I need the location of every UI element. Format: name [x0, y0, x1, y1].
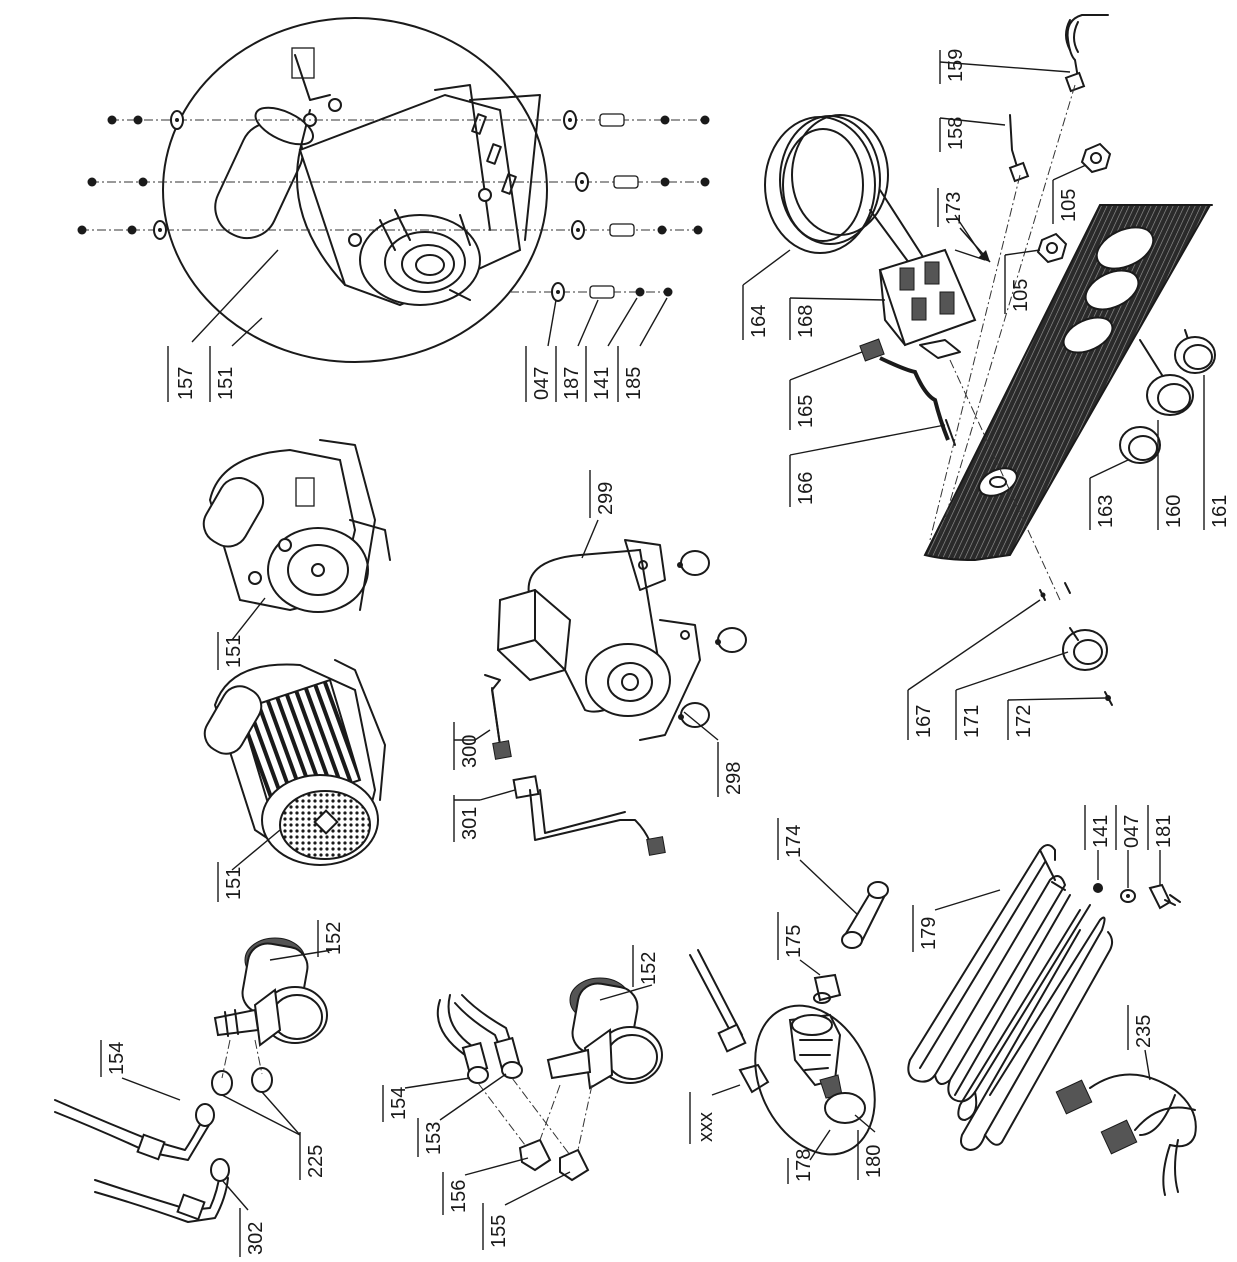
callout-151-middle: 151: [223, 635, 245, 668]
callout-174: 174: [783, 825, 805, 858]
elbows-155-156: [518, 1138, 590, 1182]
callout-153: 153: [423, 1122, 445, 1155]
callout-047-bottom: 047: [1121, 815, 1143, 848]
callout-298: 298: [723, 762, 745, 795]
callout-178: 178: [793, 1149, 815, 1182]
motor-detail-group: [77, 17, 710, 363]
nut-141-washer-047-sensor-181: [1093, 850, 1181, 910]
callout-141-bottom: 141: [1090, 815, 1112, 848]
callout-141-top: 141: [591, 367, 613, 400]
callout-179: 179: [918, 917, 940, 950]
callout-xxx: xxx: [695, 1112, 717, 1142]
nuts-105: [1036, 142, 1112, 264]
callout-152-lower: 152: [638, 952, 660, 985]
callout-047-top: 047: [531, 367, 553, 400]
callout-151-lower: 151: [223, 867, 245, 900]
thermostat-knob-171: [1062, 627, 1108, 671]
capillary-xxx: [689, 949, 770, 1096]
pump-motor-151: [291, 47, 541, 307]
mounts-298: [677, 550, 747, 728]
callout-165: 165: [795, 395, 817, 428]
callout-225: 225: [305, 1145, 327, 1178]
heating-element-179: [907, 844, 1114, 1151]
gauge-161: [1174, 329, 1216, 374]
hose-154-upper: [54, 1099, 215, 1161]
hose-302: [94, 1158, 230, 1223]
front-panel-173: [923, 204, 1213, 562]
callout-156: 156: [448, 1180, 470, 1213]
cable-300: [484, 674, 512, 760]
callout-173: 173: [943, 192, 965, 225]
callout-105-left: 105: [1010, 279, 1032, 312]
callout-159: 159: [945, 49, 967, 82]
callout-164: 164: [748, 305, 770, 338]
callout-187: 187: [561, 367, 583, 400]
callout-299: 299: [595, 482, 617, 515]
callout-163: 163: [1095, 495, 1117, 528]
cable-301: [512, 775, 666, 856]
fittings-225: [211, 1067, 273, 1096]
callout-161: 161: [1209, 495, 1231, 528]
callout-171: 171: [961, 705, 983, 738]
coil-tube-164: [764, 114, 926, 276]
motor-151-lower: [203, 659, 386, 871]
connector-165: [859, 338, 956, 446]
cable-235: [1055, 1049, 1197, 1196]
callout-157: 157: [175, 367, 197, 400]
callout-300: 300: [459, 735, 481, 768]
motor-151-middle: [202, 439, 391, 641]
callout-105-right: 105: [1058, 189, 1080, 222]
screws-167: [1039, 582, 1071, 601]
control-panel-group: [764, 14, 1216, 706]
callout-185: 185: [623, 367, 645, 400]
callout-168: 168: [795, 305, 817, 338]
callout-151-top: 151: [215, 367, 237, 400]
pump-152-upper: [213, 937, 328, 1047]
callout-155: 155: [488, 1215, 510, 1248]
capacitor-157: [214, 106, 314, 240]
hoses-153-154: [436, 994, 523, 1084]
callout-181: 181: [1153, 815, 1175, 848]
callout-167: 167: [913, 705, 935, 738]
detail-circle: [162, 17, 548, 363]
callout-172: 172: [1013, 705, 1035, 738]
pump-152-lower: [546, 977, 663, 1090]
capillary-158: [1008, 114, 1030, 183]
gauge-160: [1139, 339, 1194, 416]
callout-154-upper: 154: [106, 1042, 128, 1075]
callout-160: 160: [1163, 495, 1185, 528]
callout-154-lower: 154: [388, 1087, 410, 1120]
tube-174: [799, 859, 889, 949]
fasteners-right: [551, 110, 710, 302]
capillary-159: [1064, 14, 1109, 93]
callout-180: 180: [863, 1145, 885, 1178]
callout-152-upper: 152: [323, 922, 345, 955]
callout-235: 235: [1133, 1015, 1155, 1048]
fasteners-left: [77, 110, 184, 240]
callout-166: 166: [795, 472, 817, 505]
callout-labels: 157 151 047 187 141 185 164 168 165 166 …: [100, 49, 1231, 1257]
callout-158: 158: [945, 117, 967, 150]
valve-group-178: [754, 1004, 876, 1161]
motor-299: [496, 539, 701, 741]
callout-302: 302: [245, 1222, 267, 1255]
screw-172: [1104, 691, 1113, 706]
rotary-switch-168: [878, 248, 977, 359]
callout-175: 175: [783, 925, 805, 958]
callout-301: 301: [459, 807, 481, 840]
gauge-163: [1119, 426, 1161, 464]
fitting-175: [799, 959, 842, 1004]
